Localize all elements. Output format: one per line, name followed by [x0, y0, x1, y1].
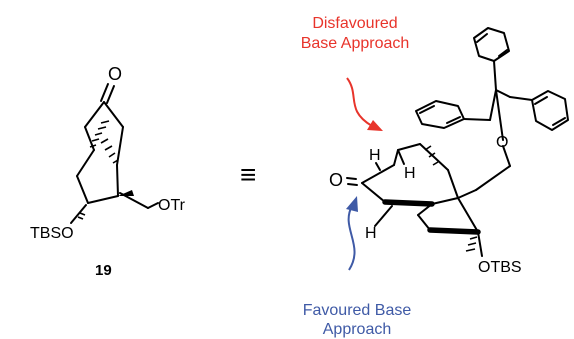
favoured-arrowhead [346, 196, 358, 212]
favoured-label-line2: Approach [323, 321, 392, 338]
compound-number: 19 [95, 262, 112, 279]
conformer-otbs-label: OTBS [478, 259, 522, 276]
conformer-h-top-right: H [404, 165, 416, 182]
disfavoured-arrow [346, 77, 373, 127]
left-otr-label: OTr [158, 197, 186, 214]
left-carbonyl-label: O [108, 64, 122, 84]
conformer-structure [346, 27, 569, 257]
disfavoured-label-line2: Base Approach [301, 35, 410, 52]
equivalence-symbol: ≡ [240, 159, 256, 190]
conformer-bold-bonds [382, 199, 481, 235]
left-wedge-bond [118, 190, 134, 196]
left-tbso-label: TBSO [30, 225, 74, 242]
conformer-ether-oxygen: O [496, 134, 508, 151]
disfavoured-arrowhead [367, 120, 383, 131]
conformer-h-top-left: H [369, 147, 381, 164]
conformer-h-bottom: H [365, 225, 377, 242]
favoured-arrow [347, 205, 356, 271]
disfavoured-label-line1: Disfavoured [312, 15, 397, 32]
conformer-carbonyl-label: O [329, 170, 343, 190]
favoured-label-line1: Favoured Base [303, 302, 412, 319]
left-stereo-bonds [77, 120, 119, 220]
conformer-hashed-bonds [424, 145, 478, 252]
